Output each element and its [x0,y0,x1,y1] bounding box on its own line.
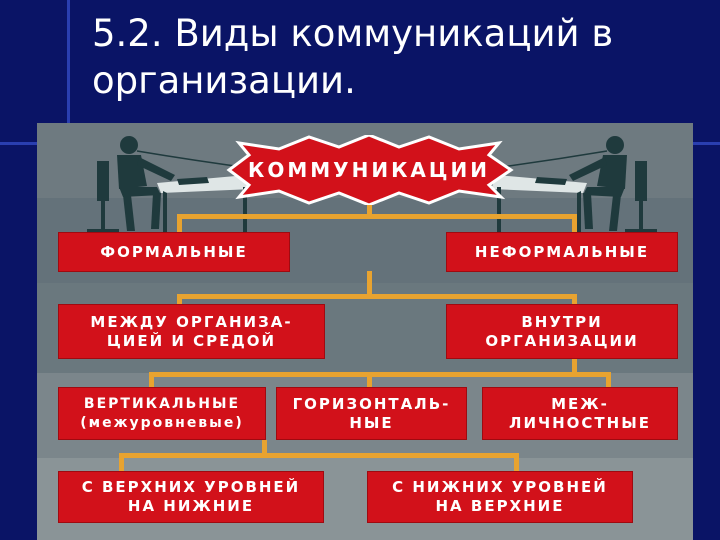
horizontal-node: ГОРИЗОНТАЛЬ- НЫЕ [276,387,467,440]
person-at-desk-left-icon [87,136,258,235]
informal-node: НЕФОРМАЛЬНЫЕ [446,232,678,272]
communications-diagram: КОММУНИКАЦИИ ФОРМАЛЬНЫЕ НЕФОРМАЛЬНЫЕ МЕЖ… [37,123,693,540]
connector [367,199,372,216]
bottom-up-node: С НИЖНИХ УРОВНЕЙ НА ВЕРХНИЕ [367,471,633,523]
connector [177,294,182,304]
connector [572,294,577,304]
top-down-node: С ВЕРХНИХ УРОВНЕЙ НА НИЖНИЕ [58,471,324,523]
connector [606,372,611,387]
interpersonal-node: МЕЖ- ЛИЧНОСТНЫЕ [482,387,678,440]
formal-node: ФОРМАЛЬНЫЕ [58,232,290,272]
decorative-vertical-line [67,0,70,140]
connector [119,453,124,471]
external-node: МЕЖДУ ОРГАНИЗА- ЦИЕЙ И СРЕДОЙ [58,304,325,359]
connector [367,372,372,387]
starburst-shape [226,133,514,207]
connector [149,372,154,387]
connector [572,359,577,375]
connector [119,453,519,458]
root-node: КОММУНИКАЦИИ [219,133,519,207]
slide-title: 5.2. Виды коммуникаций в организации. [92,12,614,102]
vertical-node: ВЕРТИКАЛЬНЫЕ (межуровневые) [58,387,266,440]
internal-node: ВНУТРИ ОРГАНИЗАЦИИ [446,304,678,359]
connector [177,214,577,219]
connector [514,453,519,471]
connector [177,214,182,232]
connector [262,440,267,456]
connector [177,294,577,299]
connector [367,271,372,297]
connector [572,214,577,232]
root-label: КОММУНИКАЦИИ [248,158,490,182]
connector [149,372,611,377]
